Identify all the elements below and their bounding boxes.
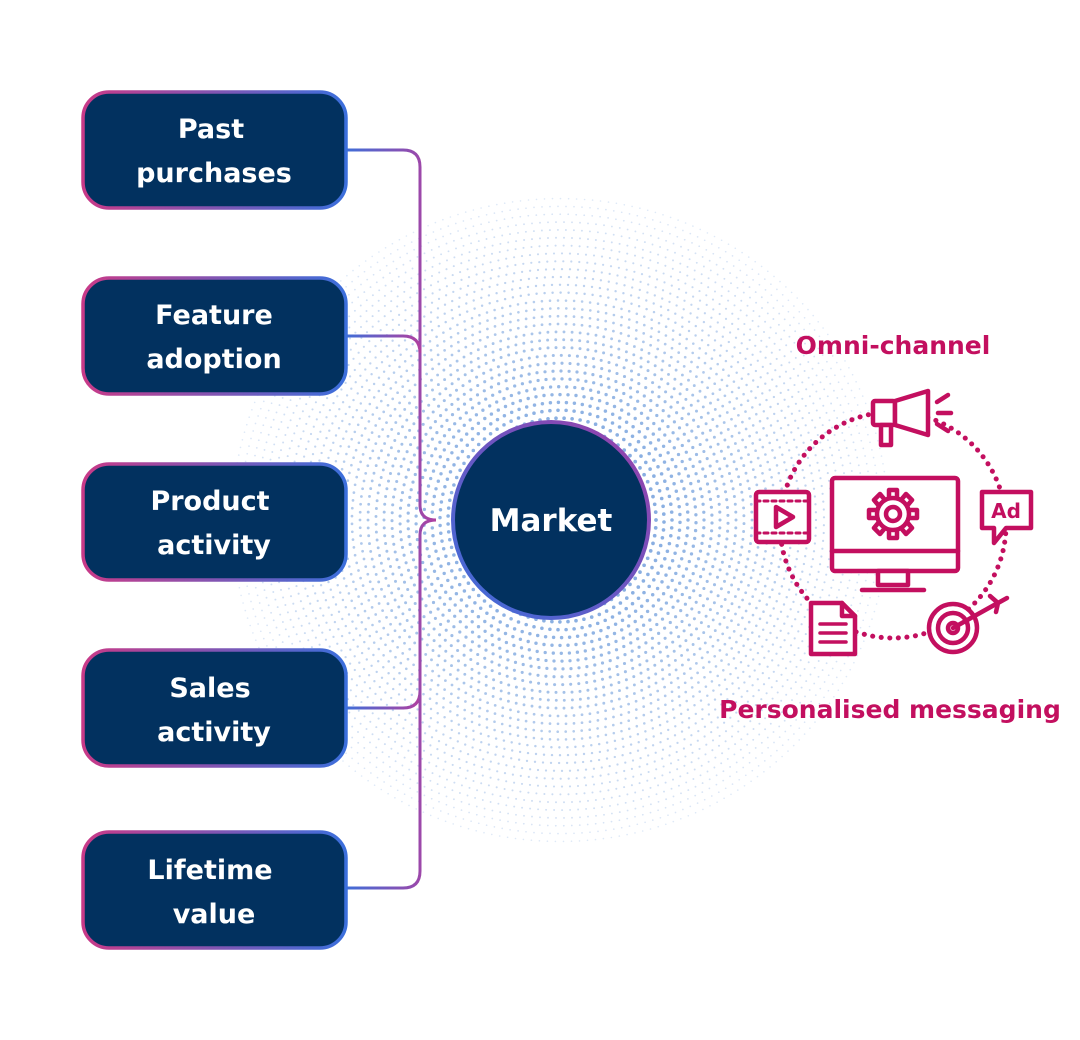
personalised-messaging-label: Personalised messaging [719,695,1061,724]
input-box-sales-activity: Sales activity [81,648,348,768]
input-label-line1: Product [150,486,269,517]
channel-cluster: Ad [753,388,1034,657]
market-hub: Market [451,420,651,620]
connector-lifetime-value [346,518,437,890]
input-box-lifetime-value: Lifetime value [81,830,348,950]
input-box-product-activity: Product activity [81,462,348,582]
input-label-line1: Lifetime [147,855,272,886]
ad-badge-glyph: Ad [991,499,1021,523]
input-label-line1: Feature [155,300,273,331]
connector-sales-activity [346,690,422,710]
input-label-line2: activity [157,530,271,561]
megaphone-icon [870,388,954,448]
document-icon [808,600,858,657]
monitor-gear-icon [829,475,961,593]
input-label-line2: activity [157,717,271,748]
video-player-icon [753,489,812,545]
input-label-line2: adoption [146,344,281,375]
omni-channel-label: Omni-channel [796,331,991,360]
market-label: Market [490,503,613,539]
connector-past-purchases [346,148,437,522]
input-label-line2: purchases [136,158,292,189]
ad-badge-icon: Ad [979,489,1034,546]
input-connectors [346,148,752,890]
input-label-line1: Past [178,114,244,145]
connector-feature-adoption [346,334,422,354]
input-label-line2: value [173,899,256,930]
input-label-line1: Sales [169,673,250,704]
target-icon [926,593,1010,655]
input-box-past-purchases: Past purchases [81,90,348,210]
input-box-feature-adoption: Feature adoption [81,276,348,396]
